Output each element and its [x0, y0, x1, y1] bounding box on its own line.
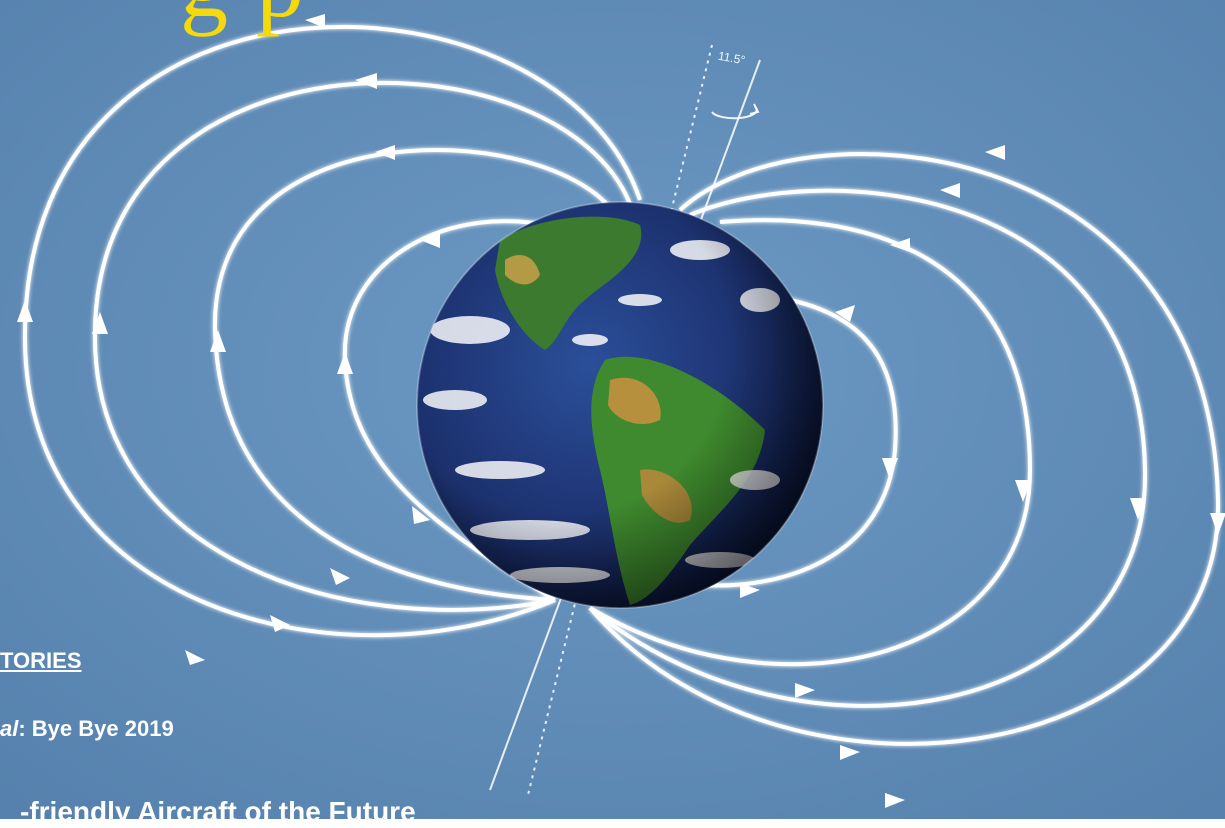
- arrow-icon: [412, 506, 430, 524]
- arrow-icon: [337, 352, 353, 374]
- field-line: [212, 148, 614, 602]
- field-line: [699, 298, 898, 588]
- arrow-icon: [840, 745, 860, 760]
- caption-line-1: al: Bye Bye 2019: [0, 716, 174, 742]
- arrow-icon: [882, 458, 898, 480]
- field-line: [22, 24, 642, 638]
- arrow-icon: [270, 615, 290, 632]
- field-line: [92, 80, 632, 612]
- arrow-icon: [375, 145, 395, 160]
- arrow-icon: [795, 683, 815, 698]
- arrow-icon: [185, 650, 205, 665]
- arrow-icon: [740, 583, 760, 598]
- arrow-icon: [940, 183, 960, 198]
- arrow-icon: [420, 234, 440, 248]
- arrow-icon: [355, 73, 377, 89]
- arrow-icon: [92, 312, 108, 334]
- arrow-icon: [330, 568, 350, 585]
- arrow-icon: [985, 145, 1005, 160]
- caption-line-2: -friendly Aircraft of the Future: [20, 796, 416, 827]
- arrow-icon: [1210, 513, 1225, 535]
- field-line: [588, 188, 1148, 708]
- field-lines-right: [588, 151, 1221, 746]
- title-text-fragment: g p: [180, 0, 306, 32]
- arrow-icon: [890, 238, 910, 252]
- arrow-icon: [1015, 480, 1031, 502]
- globe-rim: [416, 201, 824, 609]
- rotation-arrow-icon: [711, 107, 758, 120]
- arrow-icon: [210, 330, 226, 352]
- caption-line-1-italic: al: [0, 716, 19, 741]
- field-line: [588, 151, 1221, 746]
- earth-globe: [417, 202, 823, 608]
- field-line: [588, 218, 1033, 667]
- arrow-icon: [835, 305, 855, 322]
- arrow-icon: [1130, 498, 1146, 520]
- arrow-icon: [17, 300, 33, 322]
- caption-heading: TORIES: [0, 648, 82, 673]
- arrow-icon: [305, 14, 325, 28]
- caption-line-1-text: : Bye Bye 2019: [18, 716, 174, 741]
- arrow-icon: [885, 793, 905, 808]
- field-direction-arrows: [17, 14, 1225, 808]
